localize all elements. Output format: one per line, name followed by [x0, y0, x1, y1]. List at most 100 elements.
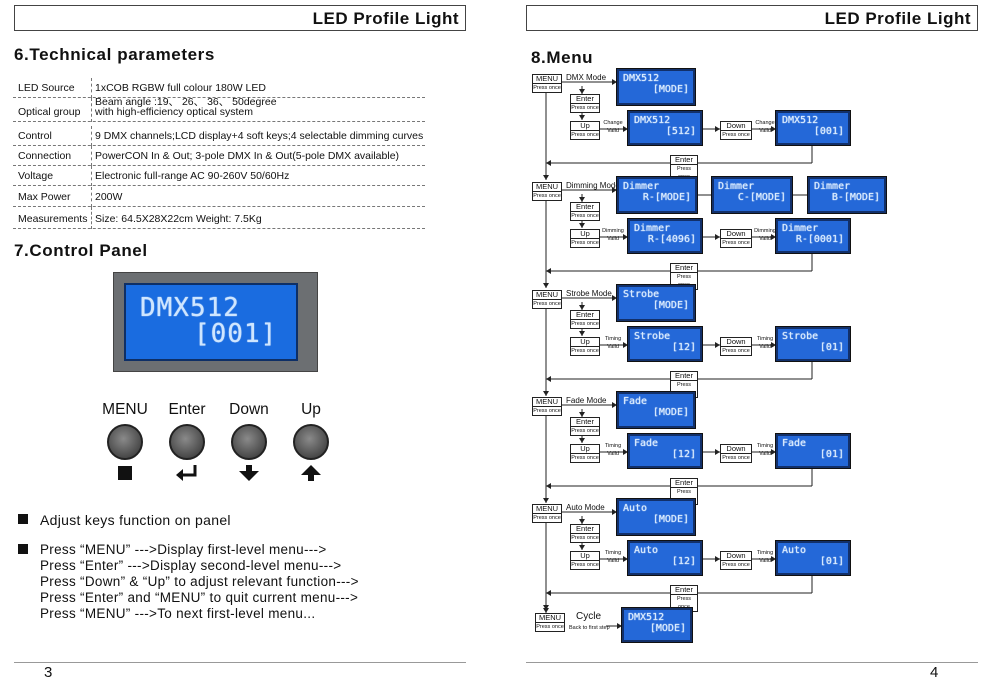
strobe-down-key-label: Down	[726, 337, 746, 346]
fade-down-key-label: Down	[726, 444, 746, 453]
press-once-note: Press once	[533, 83, 561, 91]
connector-arrowhead	[612, 295, 617, 301]
connector-arrowhead	[543, 175, 549, 180]
down-key[interactable]	[231, 424, 267, 460]
strobe-down-lcd: Strobe[01]	[775, 326, 851, 362]
strobe-up-key-label: Up	[580, 337, 590, 346]
fade-up-key-label: Up	[580, 444, 590, 453]
press-once-note: Press once	[533, 406, 561, 414]
panel-lcd-screen: DMX512 [001]	[124, 283, 298, 361]
left-footer-rule	[14, 662, 466, 663]
auto-up-valid: Valid	[607, 558, 619, 564]
dimming-up-action: Dimming	[602, 228, 624, 234]
dmx-main-lcd-line2: [MODE]	[652, 84, 689, 95]
bullet-square	[18, 514, 28, 524]
cycle-menu-key-label: MENU	[538, 613, 562, 622]
control-panel-display: DMX512 [001]	[113, 272, 318, 372]
up-key[interactable]	[293, 424, 329, 460]
fade-down-lcd: Fade[01]	[775, 433, 851, 469]
press-once-note: Press once	[536, 622, 564, 630]
connector-arrowhead	[546, 376, 551, 382]
dimming-up-lcd-line1: Dimmer	[634, 223, 671, 234]
enter-key[interactable]	[169, 424, 205, 460]
spec-divider	[91, 166, 92, 186]
dimming-down-key-label: Down	[726, 229, 746, 238]
dimming-mode-label: Dimming Mode	[566, 181, 620, 190]
fade-main-lcd-line2: [MODE]	[652, 407, 689, 418]
strobe-down-valid: Valid	[759, 344, 771, 350]
auto-down-valid: Valid	[759, 558, 771, 564]
spec-label: LED Source	[18, 82, 75, 94]
spec-label: Optical group	[18, 106, 81, 118]
connector-arrowhead	[546, 268, 551, 274]
fade-up-lcd-line1: Fade	[634, 438, 659, 449]
dmx-down-lcd: DMX512[001]	[775, 110, 851, 146]
fade-enter-key-2-label: Enter	[675, 478, 693, 487]
cycle-lcd: DMX512[MODE]	[621, 607, 693, 643]
left-page-number: 3	[44, 664, 53, 681]
press-once-note: Press once	[721, 453, 751, 461]
menu-key[interactable]	[107, 424, 143, 460]
auto-mode-label: Auto Mode	[566, 503, 605, 512]
dmx-enter-key-1-label: Enter	[576, 94, 594, 103]
dimming-main-lcd-3-line1: Dimmer	[814, 181, 851, 192]
down-arrow-icon	[237, 463, 261, 483]
spec-label: Voltage	[18, 170, 54, 182]
right-header-title: LED Profile Light	[824, 9, 971, 28]
press-once-note: Press once	[571, 211, 599, 219]
connector-arrowhead	[771, 126, 776, 132]
connector-arrowhead	[579, 545, 585, 550]
press-once-note: Press once	[721, 130, 751, 138]
strobe-up-valid: Valid	[607, 344, 619, 350]
key-label-down: Down	[229, 401, 269, 418]
connector-arrowhead	[579, 412, 585, 417]
press-once-note: Press once	[721, 238, 751, 246]
press-once-note: Press once	[721, 346, 751, 354]
dimming-up-lcd-line2: R-[4096]	[647, 234, 696, 245]
connector-arrowhead	[612, 187, 617, 193]
connector-arrowhead	[612, 509, 617, 515]
auto-down-action: Timing	[756, 550, 774, 556]
connector-arrowhead	[771, 449, 776, 455]
strobe-up-lcd-line2: [12]	[671, 342, 696, 353]
enter-arrow-icon	[175, 463, 199, 483]
cycle-sub-label: Back to first step	[569, 625, 610, 631]
dimming-down-valid: Valid	[759, 236, 771, 242]
strobe-down-lcd-line2: [01]	[819, 342, 844, 353]
spec-value: 200W	[95, 191, 123, 203]
auto-main-lcd: Auto[MODE]	[616, 498, 696, 536]
section-7-title: 7.Control Panel	[14, 241, 148, 260]
instruction-line-5: Press “MENU” --->To next first-level men…	[40, 606, 316, 621]
key-label-menu: MENU	[102, 401, 148, 418]
connector-arrowhead	[623, 556, 628, 562]
connector-arrowhead	[715, 342, 720, 348]
auto-down-key-label: Down	[726, 551, 746, 560]
connector-arrowhead	[543, 283, 549, 288]
auto-main-lcd-line2: [MODE]	[652, 514, 689, 525]
dmx-menu-key-label: MENU	[535, 74, 559, 83]
right-page-number: 4	[930, 664, 939, 681]
strobe-up-lcd: Strobe[12]	[627, 326, 703, 362]
panel-lcd-line2: [001]	[194, 319, 278, 349]
strobe-up-action: Timing	[604, 336, 622, 342]
connector-arrowhead	[715, 126, 720, 132]
bullet-square	[18, 544, 28, 554]
press-once-note: Press once	[571, 346, 599, 354]
spec-label: Control	[18, 130, 52, 142]
section-8-title: 8.Menu	[531, 48, 594, 67]
strobe-menu-key-label: MENU	[535, 290, 559, 299]
auto-enter-key-2-label: Enter	[675, 585, 693, 594]
connector-arrowhead	[623, 126, 628, 132]
